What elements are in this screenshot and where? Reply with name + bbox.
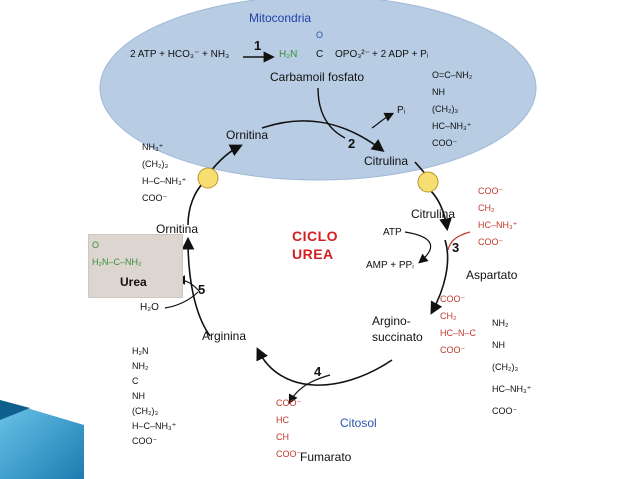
reaction1-substrates: 2 ATP + HCO₃⁻ + NH₃ xyxy=(130,49,230,60)
reaction1-byproducts: + 2 ADP + Pᵢ xyxy=(372,49,429,60)
argininosuccinato_right-line-0: NH₂ xyxy=(492,318,509,328)
arginina-line-1: NH₂ xyxy=(132,361,149,371)
ornitina-line-3: COO⁻ xyxy=(142,193,168,203)
fumarato-label: Fumarato xyxy=(300,450,352,464)
cycle-right xyxy=(430,239,449,315)
cycle-left xyxy=(181,236,211,337)
step-2-label: 2 xyxy=(348,136,356,151)
step-1-label: 1 xyxy=(254,38,262,53)
corner-decoration xyxy=(0,400,84,479)
argininosuccinato_right-line-4: COO⁻ xyxy=(492,406,518,416)
pi-label: Pᵢ xyxy=(397,105,406,116)
cycle-left-upper xyxy=(187,181,205,226)
amp-ppi-label: AMP + PPᵢ xyxy=(366,260,414,271)
carbonyl-oxygen: O xyxy=(316,30,324,40)
ornitina-line-1: (CH₂)₃ xyxy=(142,159,169,169)
argininosuccinato_left-line-2: HC–N–C xyxy=(440,328,477,338)
urea_struct-line-1: H₂N–C–NH₂ xyxy=(92,257,142,267)
cycle-title-line1: CICLO xyxy=(292,228,339,244)
corner-decoration-dark xyxy=(0,400,30,420)
citrulina_top-line-1: NH xyxy=(432,87,445,97)
fumarato-out-arrow xyxy=(288,374,331,405)
ornitina-line-2: H–C–NH₃⁺ xyxy=(142,176,187,186)
argininosuccinato_right-line-2: (CH₂)₃ xyxy=(492,362,519,372)
citrulina_top-line-2: (CH₂)₃ xyxy=(432,104,459,114)
step-5-label: 5 xyxy=(198,282,206,297)
step-3-label: 3 xyxy=(452,240,460,255)
citrulina_top-line-4: COO⁻ xyxy=(432,138,458,148)
citrulina-transporter xyxy=(417,171,439,193)
cycle-right-upper xyxy=(429,189,452,232)
argininosuccinato_left-line-3: COO⁻ xyxy=(440,345,466,355)
arginina-line-3: NH xyxy=(132,391,145,401)
arginina-line-5: H–C–NH₃⁺ xyxy=(132,421,177,431)
argininosuccinato_left-line-1: CH₂ xyxy=(440,311,457,321)
cycle-bottom xyxy=(256,347,393,386)
citrulina_top-line-0: O=C–NH₂ xyxy=(432,70,473,80)
arginina-line-2: C xyxy=(132,376,139,386)
arginina-label: Arginina xyxy=(202,329,247,343)
h2o-label: H₂O xyxy=(140,302,159,313)
urea_struct-line-0: O xyxy=(92,240,100,250)
urea-label: Urea xyxy=(120,275,147,289)
product-amine: H₂N xyxy=(279,49,298,60)
atp-label: ATP xyxy=(383,227,402,238)
h2o-arrow xyxy=(164,291,199,309)
aspartato-line-2: HC–NH₃⁺ xyxy=(478,220,518,230)
argininosuccinato-label-2: succinato xyxy=(372,330,423,344)
aspartato-line-3: COO⁻ xyxy=(478,237,504,247)
argininosuccinato-label-1: Argino- xyxy=(372,314,411,328)
product-phosphate: OPO₃²⁻ xyxy=(335,49,370,60)
aspartato-label: Aspartato xyxy=(466,268,518,282)
cytosol-title: Citosol xyxy=(340,416,377,430)
step2-arrow xyxy=(261,120,385,152)
carbamoil-down-arrow xyxy=(317,87,346,139)
aspartato-line-0: COO⁻ xyxy=(478,186,504,196)
carbamoil-fosfato-label: Carbamoil fosfato xyxy=(270,70,365,84)
ornitina-line-0: NH₃⁺ xyxy=(142,142,164,152)
argininosuccinato_right-line-3: HC–NH₃⁺ xyxy=(492,384,532,394)
argininosuccinato_right-line-1: NH xyxy=(492,340,505,350)
product-carbon: C xyxy=(316,49,324,60)
atp-arrow xyxy=(404,231,432,264)
ornitina-transporter xyxy=(197,167,219,189)
fumarato-line-0: COO⁻ xyxy=(276,398,302,408)
aspartato-line-1: CH₂ xyxy=(478,203,495,213)
arginina-line-6: COO⁻ xyxy=(132,436,158,446)
fumarato-line-1: HC xyxy=(276,415,289,425)
argininosuccinato_left-line-0: COO⁻ xyxy=(440,294,466,304)
pi-release-arrow xyxy=(371,112,395,129)
urea-highlight-box xyxy=(88,234,183,298)
arginina-line-0: H₂N xyxy=(132,346,149,356)
ornitina-cytosol-label: Ornitina xyxy=(156,222,199,236)
step-4-label: 4 xyxy=(314,364,322,379)
fumarato-line-2: CH xyxy=(276,432,289,442)
arginina-line-4: (CH₂)₃ xyxy=(132,406,159,416)
citrulina-cytosol-label: Citrulina xyxy=(411,207,456,221)
citrulina_top-line-3: HC–NH₃⁺ xyxy=(432,121,472,131)
mitochondria-title: Mitocondria xyxy=(249,11,312,25)
ornitina-mito-label: Ornitina xyxy=(226,128,269,142)
cycle-title-line2: UREA xyxy=(292,246,334,262)
aspartato-in-arrow xyxy=(447,231,471,251)
fumarato-line-3: COO⁻ xyxy=(276,449,302,459)
citrulina-mito-label: Citrulina xyxy=(364,154,409,168)
